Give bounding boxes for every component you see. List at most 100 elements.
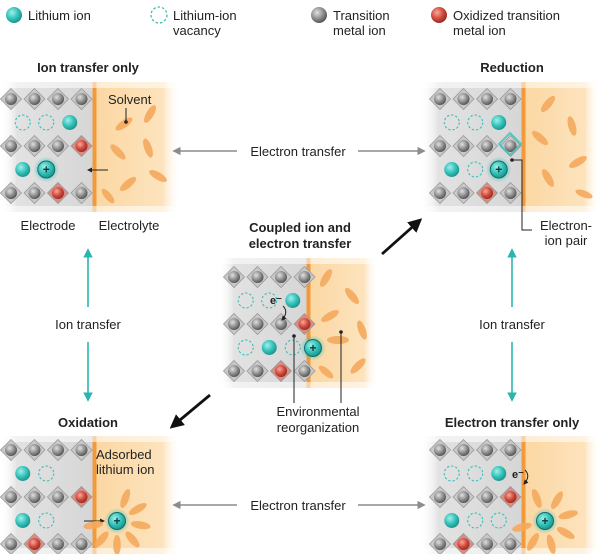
coupled-title-line2: electron transfer: [249, 236, 352, 251]
transition-metal-ion: [481, 491, 493, 503]
interface-line: [521, 82, 526, 212]
oxidized-metal-ion: [457, 538, 470, 550]
reorganization-pointer-left-dot: [292, 334, 296, 338]
legend-vacancy-label-line1: Lithium-ion: [173, 8, 237, 23]
lithium-ion: [491, 466, 507, 481]
reduced-octahedron-highlight: [497, 131, 523, 157]
lithium-ion: [444, 162, 460, 177]
transition-metal-ion: [481, 140, 493, 152]
transition-metal-ion: [504, 140, 517, 152]
oxidized-metal-ion: [75, 491, 88, 503]
fade-bottom: [420, 206, 600, 212]
solvent-molecule: [113, 535, 121, 554]
transition-metal-ion: [457, 491, 470, 503]
electron-transfer-only-scene: +: [420, 436, 600, 554]
oxidation-title: Oxidation: [58, 415, 118, 430]
lithium-ion: [62, 115, 78, 130]
transition-metal-ion: [434, 140, 446, 152]
charged-lithium-ion: [37, 160, 56, 179]
electron-transfer-arrow-top: Electron transfer: [172, 144, 426, 159]
oxidized-metal-ion: [504, 491, 517, 503]
oxidized-metal-ion: [75, 140, 88, 152]
legend-lithium-icon: [6, 7, 22, 23]
transition-metal-ion: [52, 140, 64, 152]
electron-symbol-electron-only: e⁻: [512, 469, 524, 481]
plus-sign: +: [309, 341, 316, 355]
legend-oxidized-metal-icon: [431, 7, 447, 23]
lithium-ion: [444, 513, 460, 528]
electron-ion-pair-pointer-dot: [510, 158, 514, 162]
ion-transfer-arrow-left: Ion transfer: [55, 248, 122, 402]
solvent-molecule: [110, 144, 126, 160]
coupled-transfer-scene: +: [218, 258, 378, 388]
fade-top: [420, 82, 600, 88]
electron-path-arrow: [281, 305, 287, 321]
solvent-molecule: [94, 531, 109, 548]
transition-metal-ion: [52, 491, 64, 503]
environmental-reorganization-label-line2: reorganization: [277, 420, 359, 435]
legend-vacancy-icon: [150, 6, 168, 24]
plus-sign: +: [113, 514, 120, 528]
solvent-molecule: [575, 189, 593, 199]
solvent-molecule: [125, 531, 140, 548]
solvent-molecule: [569, 156, 587, 168]
lithium-vacancy: [467, 161, 484, 178]
legend-transition-metal-label-line1: Transition: [333, 8, 390, 23]
transition-metal-ion: [251, 318, 264, 330]
legend-oxidized-metal-label-line1: Oxidized transition: [453, 8, 560, 23]
solvent-molecule: [83, 521, 104, 530]
legend: Lithium ion Lithium-ion vacancy Transiti…: [6, 6, 560, 38]
lithium-ion: [261, 340, 277, 355]
electron-ion-pair-label-line1: Electron-: [540, 218, 592, 233]
lithium-vacancy: [467, 465, 484, 482]
lithium-ion: [15, 162, 31, 177]
transition-metal-ion: [228, 365, 240, 377]
solvent-molecule: [128, 503, 147, 515]
transition-metal-ion: [457, 93, 470, 105]
oxidized-metal-ion: [481, 187, 493, 199]
solvent-molecule: [144, 105, 156, 123]
electrolyte-region: [523, 82, 600, 212]
solvent-molecule: [120, 488, 131, 508]
transition-metal-ion: [5, 444, 17, 456]
solvent-pointer-dot: [124, 120, 128, 124]
transition-metal-ion: [251, 271, 264, 283]
electrolyte-region: [94, 82, 180, 212]
plus-sign: +: [495, 163, 502, 177]
solvent-molecule: [327, 336, 349, 344]
legend-transition-metal-label-line2: metal ion: [333, 23, 386, 38]
transition-metal-ion: [298, 365, 311, 377]
solvent-molecule: [357, 320, 367, 340]
oxidized-metal-ion: [28, 538, 41, 550]
solvent-molecule: [320, 269, 332, 287]
solvent-molecule: [531, 130, 549, 146]
legend-oxidized-metal-label-line2: metal ion: [453, 23, 506, 38]
fade-top: [0, 82, 180, 88]
electron-ion-pair-label-line2: ion pair: [545, 233, 588, 248]
electrolyte-label: Electrolyte: [99, 218, 160, 233]
transition-metal-ion: [457, 187, 470, 199]
solvent-molecule: [546, 534, 556, 554]
transition-metal-ion: [75, 187, 88, 199]
transition-metal-ion: [75, 93, 88, 105]
reorganization-pointer-right-dot: [339, 330, 343, 334]
transition-metal-ion: [28, 444, 41, 456]
transition-metal-ion: [28, 93, 41, 105]
solvent-molecule: [567, 116, 577, 136]
transition-metal-ion: [481, 538, 493, 550]
transition-metal-ion: [275, 318, 287, 330]
transition-metal-ion: [434, 491, 446, 503]
solvent-molecule: [556, 527, 575, 539]
lithium-ion: [15, 466, 31, 481]
electrode-label: Electrode: [21, 218, 76, 233]
transition-metal-ion: [28, 140, 41, 152]
solvent-molecule: [350, 358, 366, 374]
solvent-molecule: [119, 176, 137, 192]
to-oxidation-arrow: [169, 393, 211, 429]
fade-top: [420, 436, 600, 442]
solvent-molecule: [344, 287, 360, 305]
transition-metal-ion: [28, 491, 41, 503]
transition-metal-ion: [434, 538, 446, 550]
transition-metal-ion: [5, 538, 17, 550]
transition-metal-ion: [228, 318, 240, 330]
